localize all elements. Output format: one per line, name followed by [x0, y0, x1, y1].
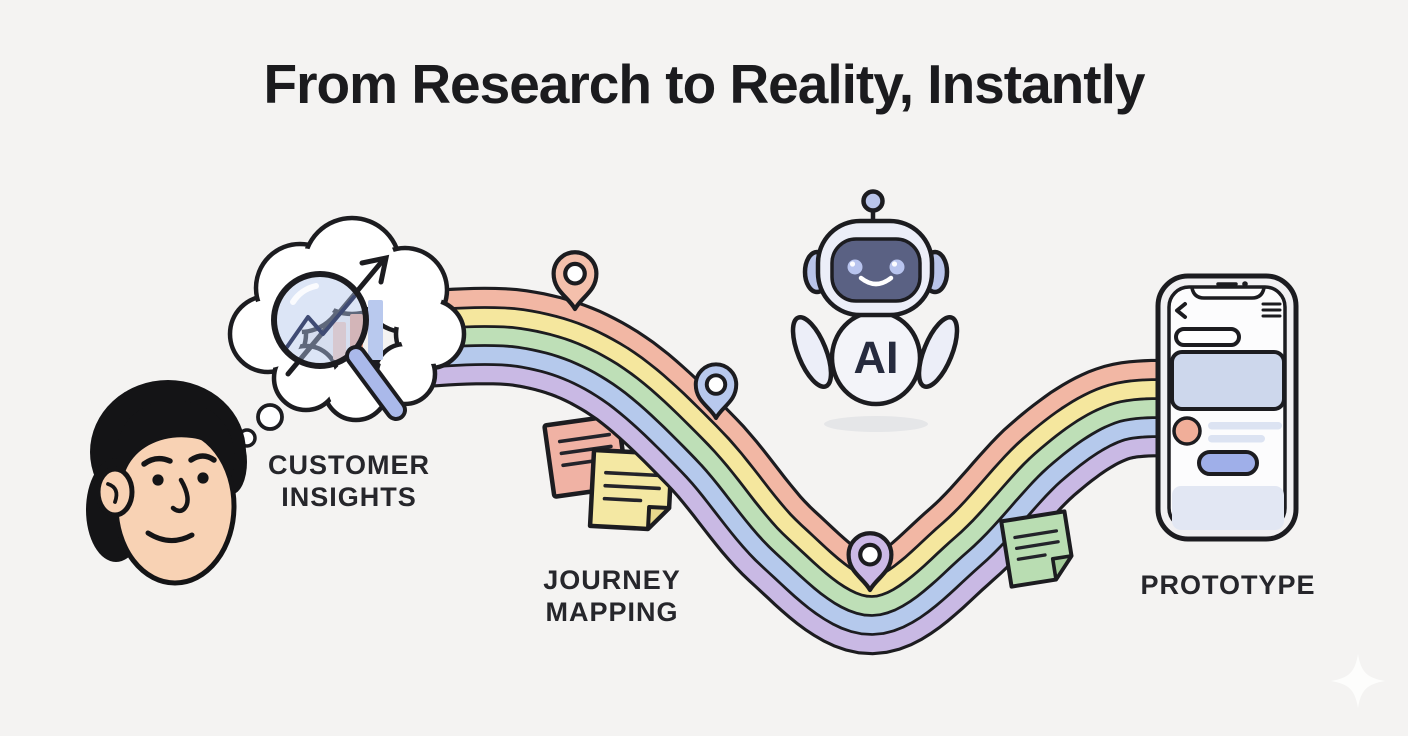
note-folded-corner	[1050, 554, 1074, 582]
phone-bottom-card	[1172, 486, 1284, 530]
robot-smile	[858, 275, 894, 287]
robot-face-screen	[830, 237, 922, 303]
thought-trail-medium	[256, 403, 284, 431]
note-text-lines	[1013, 529, 1060, 561]
left-eye	[152, 474, 164, 486]
ear-detail	[106, 482, 119, 504]
rainbow-stripe-1	[401, 308, 1184, 596]
rainbow-path	[400, 286, 1187, 656]
eyebrows	[141, 453, 217, 467]
journey-mapping-line1: JOURNEY	[543, 565, 681, 595]
magnifier-ring	[271, 271, 369, 369]
rainbow-stripe-3	[402, 346, 1186, 634]
rainbow-stripe-2	[401, 327, 1185, 615]
hair-fringe	[116, 400, 235, 504]
magnifier-chart-icon	[271, 254, 407, 421]
robot-shadow	[824, 416, 928, 432]
prototype-text: PROTOTYPE	[1140, 570, 1316, 600]
nose	[170, 477, 190, 514]
note-text-lines	[602, 470, 662, 503]
journey-mapping-label: JOURNEY MAPPING	[543, 564, 681, 628]
smile	[145, 530, 195, 543]
phone-cta-button	[1197, 450, 1259, 476]
right-eye	[197, 472, 209, 484]
page-title: From Research to Reality, Instantly	[263, 53, 1146, 115]
eye-glint	[891, 261, 898, 267]
ai-label: AI	[854, 332, 899, 383]
robot-right-eye	[889, 259, 905, 275]
person-head	[86, 380, 247, 586]
phone-notch	[1190, 287, 1266, 300]
phone-text-line-1	[1208, 422, 1282, 430]
note-folded-corner	[645, 504, 672, 531]
back-icon	[1175, 302, 1187, 319]
map-pin-2-icon	[693, 362, 739, 420]
thought-bubble	[227, 215, 467, 448]
ai-robot: AI	[790, 189, 960, 432]
customer-insights-label: CUSTOMER INSIGHTS	[268, 449, 430, 513]
phone-search-bar	[1174, 327, 1241, 347]
sticky-note-green	[999, 509, 1074, 589]
rainbow-stripe-4	[402, 365, 1187, 653]
robot-antenna-ball	[861, 189, 885, 213]
line-chart-icon	[285, 295, 356, 349]
phone-text-line-2	[1208, 435, 1265, 443]
lens-glare	[290, 283, 319, 305]
phone-avatar	[1172, 416, 1202, 446]
customer-insights-line1: CUSTOMER	[267, 450, 431, 480]
customer-insights-line2: INSIGHTS	[281, 482, 417, 512]
map-pin-3-icon	[846, 531, 894, 593]
menu-icon	[1261, 302, 1282, 318]
phone-hero-image	[1170, 350, 1286, 411]
eye-glint	[849, 261, 856, 267]
robot-right-arm	[916, 315, 960, 389]
sparkle-watermark-icon	[1331, 654, 1385, 708]
journey-mapping-line2: MAPPING	[545, 597, 679, 627]
camera-icon	[1242, 281, 1248, 287]
prototype-label: PROTOTYPE	[1140, 569, 1315, 601]
robot-left-eye	[847, 259, 863, 275]
phone-mockup	[1155, 273, 1299, 542]
robot-left-arm	[790, 315, 834, 389]
map-pin-1-icon	[551, 250, 599, 312]
magnifier-handle	[349, 349, 403, 417]
